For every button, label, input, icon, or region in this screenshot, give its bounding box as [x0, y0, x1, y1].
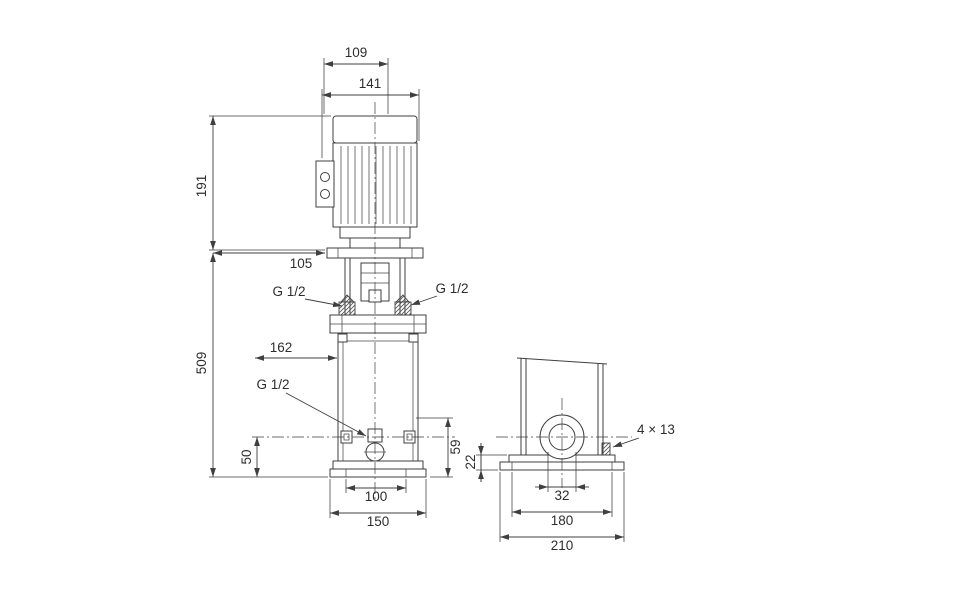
foot-mounting-slot	[601, 442, 611, 456]
dimension-50: 50	[239, 449, 254, 464]
dimension-150: 150	[367, 514, 390, 529]
staybolt-nut-right	[408, 333, 419, 343]
base-upper	[332, 460, 424, 470]
mounting-holes-leader	[612, 437, 640, 448]
top-extension-lines	[321, 58, 420, 158]
stool-flange-bolts	[337, 248, 413, 258]
dimension-141: 141	[359, 76, 382, 91]
dimension-210: 210	[551, 538, 574, 553]
motor	[315, 115, 418, 249]
dimension-100: 100	[365, 489, 388, 504]
base-bolt-slots	[345, 469, 407, 477]
front-view	[252, 102, 455, 500]
g-half-label-drain: G 1/2	[256, 377, 289, 392]
plug-left-hatch	[340, 294, 356, 303]
plug-left	[338, 301, 356, 316]
terminal-box	[315, 160, 335, 208]
side-view	[496, 357, 632, 488]
g-half-leader-left	[304, 298, 343, 308]
dimension-509: 509	[194, 352, 209, 375]
dimension-105: 105	[290, 256, 313, 271]
pump-head-plugs	[338, 294, 412, 316]
g-half-label-right: G 1/2	[435, 281, 468, 296]
bottom-extension-lines-side	[499, 472, 625, 542]
side-sleeve-walls	[520, 358, 604, 455]
dimension-180: 180	[551, 513, 574, 528]
pump-base-front	[329, 460, 427, 478]
motor-cooling-fins	[340, 146, 412, 224]
dimension-191: 191	[194, 175, 209, 198]
g-half-label-left: G 1/2	[272, 284, 305, 299]
coupling-guards	[344, 258, 406, 316]
ports	[340, 428, 416, 462]
dimension-109: 109	[345, 45, 368, 60]
staybolt-nut-left	[337, 333, 348, 343]
dimension-59: 59	[448, 439, 463, 454]
plug-right-hatch	[394, 294, 410, 303]
sleeve-break-line	[516, 357, 608, 365]
side-foot-slots	[511, 462, 613, 470]
dimension-162: 162	[270, 340, 293, 355]
g-half-leader-drain	[285, 392, 367, 437]
cable-entry-top	[320, 172, 330, 182]
pump-head-flange-details	[330, 315, 426, 333]
plug-right	[394, 301, 412, 316]
mounting-holes-label: 4 × 13	[637, 422, 675, 437]
left-extension-lines	[209, 115, 331, 478]
base-lower	[329, 468, 427, 478]
g-half-leader-right	[410, 295, 438, 306]
dimensions: 109 141 191 105 509 162 G 1/2 G 1/2 G 1/…	[194, 45, 675, 553]
cable-entry-bottom	[320, 189, 330, 199]
dimension-22: 22	[463, 454, 478, 469]
dimension-32: 32	[554, 488, 569, 503]
